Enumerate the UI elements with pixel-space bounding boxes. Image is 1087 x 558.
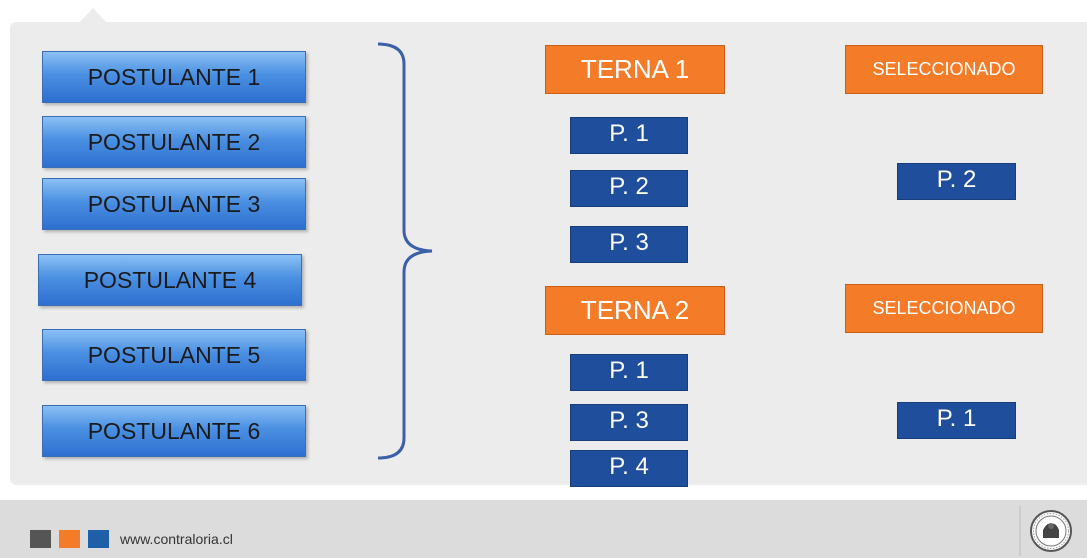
postulante-2: POSTULANTE 2 — [42, 116, 306, 168]
terna-2-selected-label: SELECCIONADO — [845, 284, 1043, 333]
postulante-1: POSTULANTE 1 — [42, 51, 306, 103]
terna-2-member-3: P. 4 — [570, 450, 688, 487]
footer-square-gray — [30, 530, 51, 548]
footer-url[interactable]: www.contraloria.cl — [120, 531, 233, 547]
terna-2-member-1: P. 1 — [570, 354, 688, 391]
terna-2-selected: P. 1 — [897, 402, 1016, 439]
postulante-6: POSTULANTE 6 — [42, 405, 306, 457]
postulante-5: POSTULANTE 5 — [42, 329, 306, 381]
postulante-4: POSTULANTE 4 — [38, 254, 302, 306]
terna-1-member-3: P. 3 — [570, 226, 688, 263]
footer-square-blue — [88, 530, 109, 548]
terna-1-selected: P. 2 — [897, 163, 1016, 200]
curly-brace — [377, 42, 433, 460]
terna-1-member-1: P. 1 — [570, 117, 688, 154]
footer-square-orange — [59, 530, 80, 548]
terna-2-label: TERNA 2 — [545, 286, 725, 335]
footer-bar: www.contraloria.cl — [0, 500, 1087, 558]
terna-1-member-2: P. 2 — [570, 170, 688, 207]
terna-1-selected-label: SELECCIONADO — [845, 45, 1043, 94]
seal-logo-icon — [1019, 506, 1072, 556]
terna-1-label: TERNA 1 — [545, 45, 725, 94]
terna-2-member-2: P. 3 — [570, 404, 688, 441]
postulante-3: POSTULANTE 3 — [42, 178, 306, 230]
